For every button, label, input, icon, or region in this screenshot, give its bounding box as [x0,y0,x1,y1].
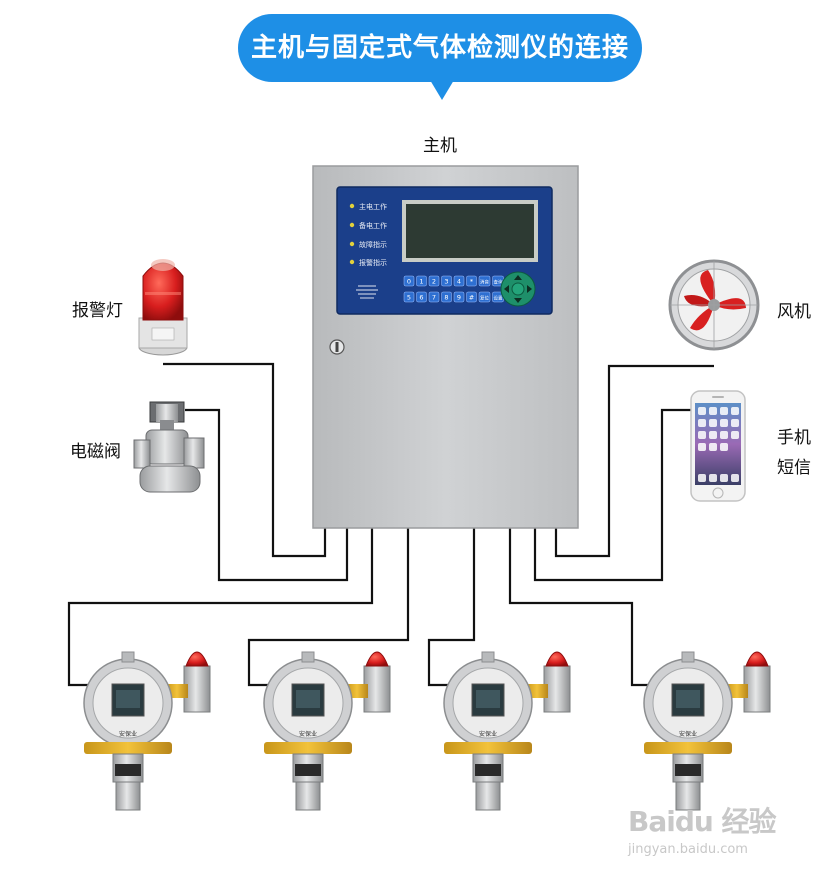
keypad-key[interactable]: 消音 [478,275,491,287]
mobile-phone-device [690,390,746,502]
detector-display-label: 安保业 [299,730,317,738]
keypad-key[interactable]: # [466,291,477,303]
keypad-key[interactable]: 9 [453,291,465,303]
gas-detector-1: 安保业 [83,651,211,811]
gas-detector-2: 安保业 [263,651,391,811]
detector-display-label: 安保业 [119,730,137,738]
indicator-led [349,203,355,209]
fan-label: 风机 [777,302,811,322]
keypad-key[interactable]: 4 [453,275,465,287]
keypad-key-label: 1 [419,278,423,286]
detector-display-label: 安保业 [479,730,497,738]
keypad-key-label: 6 [419,294,423,302]
phone-label: 手机 [777,428,811,448]
alarm-light-label: 报警灯 [72,301,123,321]
lcd-screen [406,204,534,258]
wire-detector-3 [427,528,476,687]
keypad-key-label: # [469,294,474,302]
wire-fan [554,364,714,558]
cabinet-lock-icon [329,339,345,355]
title-bubble [238,14,642,82]
keypad-key-label: 4 [457,278,461,286]
detector-display-label: 安保业 [679,730,697,738]
title-bubble-pointer [430,80,454,100]
keypad-key[interactable]: 复位 [478,291,491,303]
keypad-key-label: 设置 [494,295,503,302]
keypad-key[interactable]: 5 [403,291,415,303]
keypad-key-label: 复位 [480,295,489,302]
keypad-key[interactable]: 6 [416,291,427,303]
keypad-key[interactable]: 1 [416,275,427,287]
gas-detector-4: 安保业 [643,651,771,811]
speaker-grille [356,285,378,299]
gas-detectors: 安保业 安保业 安保业 安保业 [83,651,771,811]
wire-phone [533,408,696,582]
keypad-key-label: 查询 [494,279,503,286]
keypad-key-label: 0 [407,278,411,286]
fan-device [668,259,760,351]
indicator-label: 故障指示 [359,240,387,249]
app-icons [698,407,739,482]
wire-detector-4 [508,528,660,687]
keypad-key-label: 8 [444,294,448,302]
keypad-key-label: 7 [432,294,436,302]
watermark-url: jingyan.baidu.com [628,842,748,857]
indicator-led [349,259,355,265]
keypad-key-label: * [470,278,474,286]
keypad-key-label: 消音 [480,279,489,286]
keypad-key[interactable]: * [466,275,477,287]
indicator-labels: 主电工作 备电工作 故障指示 报警指示 [359,202,387,267]
alarm-light-device [138,259,188,356]
keypad-key-label: 5 [407,294,411,302]
keypad-key-label: 9 [457,294,461,302]
wire-detector-2 [247,528,410,687]
direction-pad [500,271,536,307]
diagram-title: 主机与固定式气体检测仪的连接 [250,33,629,63]
indicator-led [349,241,355,247]
indicator-leds [349,203,355,265]
keypad-key[interactable]: 3 [441,275,452,287]
sms-label: 短信 [777,458,811,478]
host-label: 主机 [423,136,457,156]
wiring [67,362,714,687]
keypad-key[interactable]: 0 [403,275,415,287]
solenoid-valve-label: 电磁阀 [70,442,121,462]
wire-alarm-light [163,362,327,558]
keypad-key[interactable]: 2 [428,275,440,287]
wire-solenoid-valve [185,408,349,582]
keypad-key-label: 2 [432,278,436,286]
solenoid-valve-device [133,401,205,493]
wire-detector-1 [67,528,374,687]
indicator-label: 报警指示 [359,258,387,267]
gas-detector-3: 安保业 [443,651,571,811]
indicator-led [349,222,355,228]
keypad-key[interactable]: 8 [441,291,452,303]
indicator-label: 备电工作 [359,221,387,230]
keypad-key[interactable]: 7 [428,291,440,303]
watermark-logo: Baidu 经验 [628,805,777,838]
baidu-watermark: Baidu 经验 jingyan.baidu.com [628,800,777,857]
indicator-label: 主电工作 [359,202,387,211]
keypad-key-label: 3 [444,278,448,286]
